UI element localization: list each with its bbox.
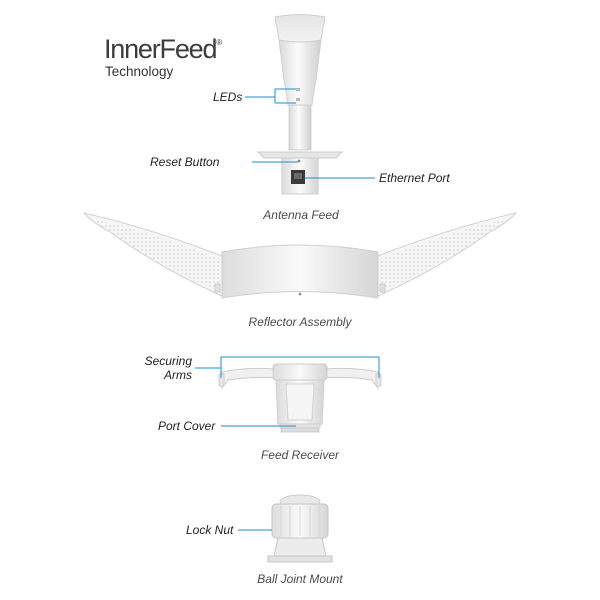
ball-joint-mount [267,494,333,563]
callout-leds: LEDs [213,90,243,104]
led-icon [296,98,300,101]
callout-lines [195,88,380,531]
callout-ethernet-port: Ethernet Port [379,171,450,185]
callout-securing-arms-line1: Securing [144,354,192,368]
caption-reflector-assembly: Reflector Assembly [248,315,352,329]
feed-receiver [218,363,382,433]
callout-reset-button: Reset Button [150,155,220,169]
brand-subtitle: Technology [105,64,174,79]
port-cover-icon [285,383,315,421]
callout-lock-nut: Lock Nut [186,523,234,537]
brand-title: InnerFeed® [104,34,223,64]
led-icon [296,88,300,91]
reset-button-icon [297,159,301,163]
caption-ball-joint-mount: Ball Joint Mount [257,572,343,586]
caption-feed-receiver: Feed Receiver [260,448,340,462]
antenna-feed [256,14,344,195]
callout-securing-arms-line2: Arms [164,368,192,382]
callout-port-cover: Port Cover [158,419,216,433]
callout-securing-arms: Securing Arms [132,354,192,382]
reflector-assembly [82,212,518,299]
caption-antenna-feed: Antenna Feed [263,208,339,222]
